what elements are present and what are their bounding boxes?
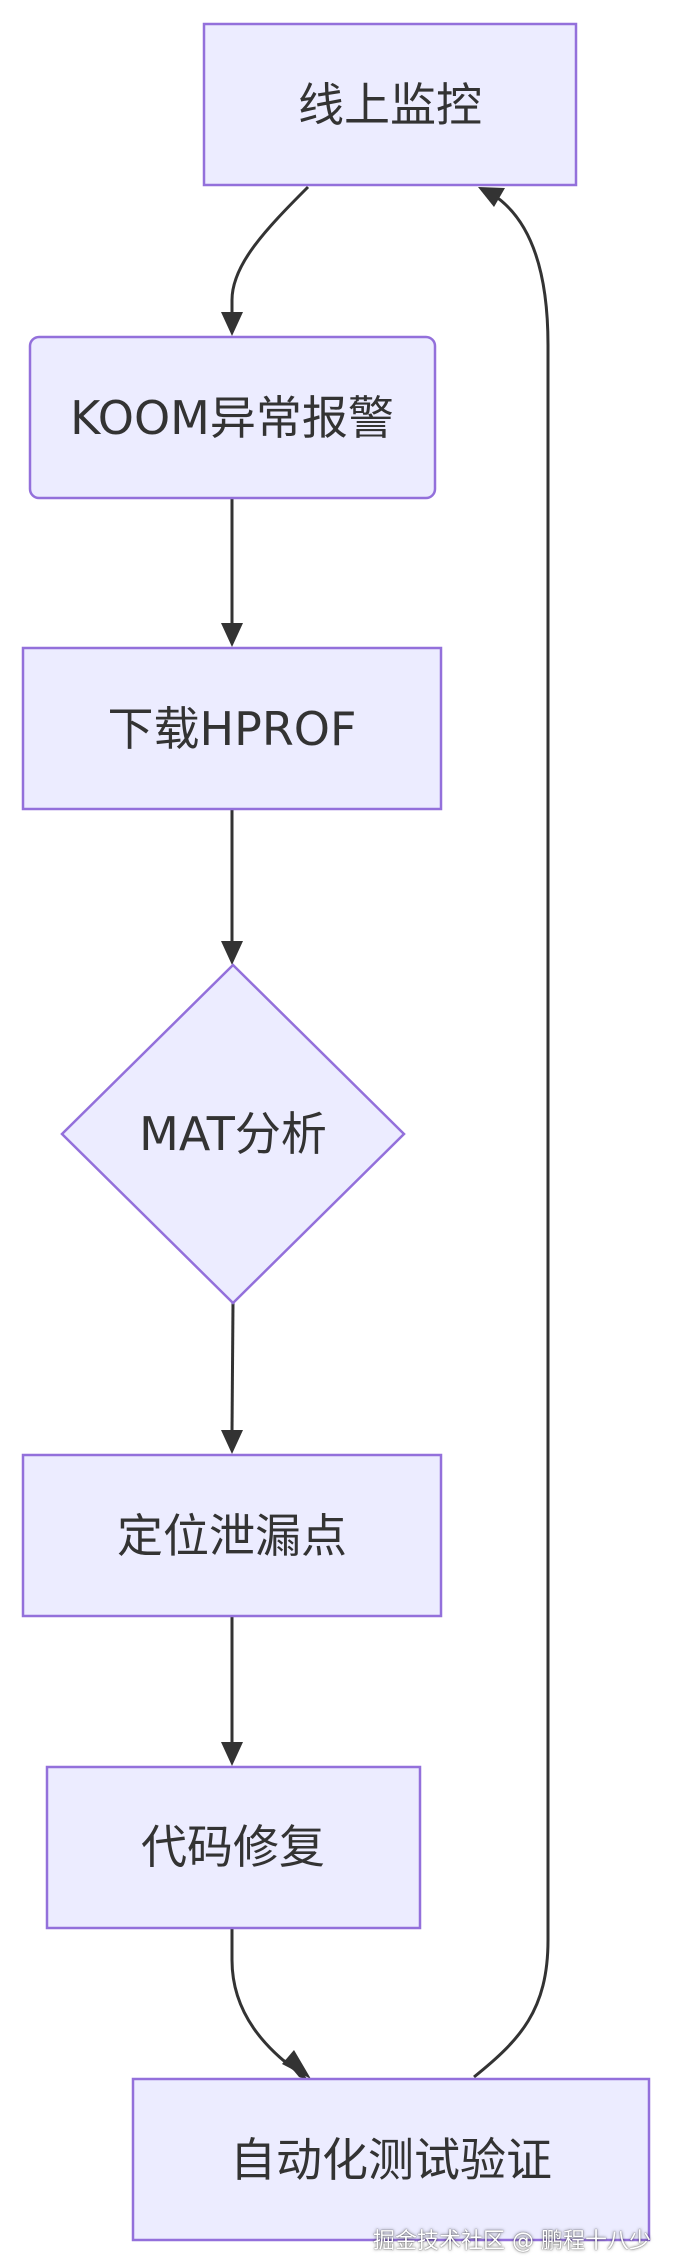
- node-monitor-label: 线上监控: [298, 78, 482, 132]
- node-koom: KOOM异常报警: [28, 335, 437, 500]
- arrowhead-monitor: [478, 187, 505, 207]
- node-test: 自动化测试验证: [131, 2077, 651, 2242]
- arrowhead-mat: [221, 941, 243, 965]
- node-test-label: 自动化测试验证: [230, 2133, 552, 2187]
- arrowhead-locate: [221, 1430, 243, 1454]
- node-mat: MAT分析: [60, 963, 406, 1305]
- arrowhead-download: [221, 623, 243, 647]
- node-monitor: 线上监控: [202, 22, 578, 187]
- node-fix: 代码修复: [45, 1765, 422, 1930]
- edge-mat-to-locate: [230, 1302, 235, 1433]
- arrowhead-fix: [221, 1742, 243, 1766]
- node-fix-label: 代码修复: [141, 1820, 325, 1874]
- node-locate-label: 定位泄漏点: [117, 1509, 347, 1563]
- arrowhead-koom: [221, 312, 243, 336]
- node-koom-label: KOOM异常报警: [70, 391, 394, 445]
- arrowhead-test-fill: [282, 2050, 311, 2079]
- node-download: 下载HPROF: [21, 646, 443, 811]
- node-mat-label: MAT分析: [139, 1107, 327, 1161]
- edge-test-to-monitor: [473, 192, 550, 2079]
- node-locate: 定位泄漏点: [21, 1453, 443, 1618]
- node-download-label: 下载HPROF: [108, 702, 357, 756]
- watermark: 掘金技术社区 @ 鹏程十八少: [373, 2229, 651, 2254]
- edge-monitor-to-koom: [228, 185, 310, 333]
- edge-fix-to-test: [230, 1927, 299, 2074]
